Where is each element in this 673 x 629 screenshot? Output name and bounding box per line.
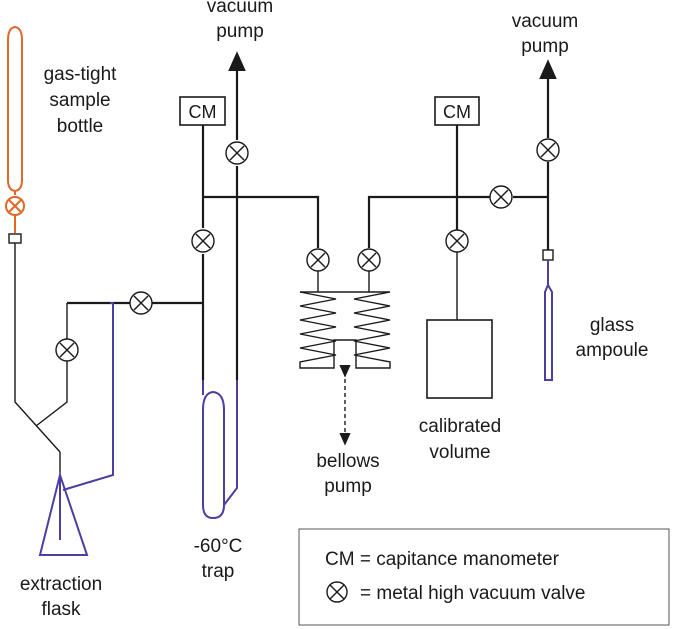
trap-line1: -60°C: [194, 536, 243, 557]
valve-vacuum-left-icon: [225, 141, 249, 165]
valve-manifold-right-icon: [489, 185, 513, 209]
bellows-pump: [299, 271, 391, 369]
legend-box: [298, 528, 670, 626]
cm-left-label: CM: [189, 102, 217, 122]
valve-bellows-right-icon: [357, 248, 381, 272]
vacuum-pump-left-line1: vacuum: [207, 0, 274, 17]
trap-line2: trap: [202, 561, 235, 582]
legend-cm-definition: CM = capitance manometer: [325, 549, 560, 570]
calibrated-volume-line1: calibrated: [419, 416, 501, 437]
glass-ampoule-line1: glass: [590, 315, 634, 336]
valve-vacuum-right-icon: [536, 138, 560, 162]
ampoule-connector: [542, 249, 554, 261]
extraction-line: [14, 243, 203, 475]
valve-trap-left-icon: [191, 229, 215, 253]
legend-valve-definition: = metal high vacuum valve: [360, 583, 585, 604]
extraction-flask-line1: extraction: [20, 574, 102, 595]
sample-bottle-line3: bottle: [57, 116, 103, 137]
glass-ampoule-line2: ampoule: [576, 340, 649, 361]
calibrated-volume-box: [426, 319, 493, 399]
valve-left-branch-icon: [55, 338, 79, 362]
valve-bellows-left-icon: [306, 248, 330, 272]
vacuum-pump-right-line1: vacuum: [512, 11, 579, 32]
manifold-left: [203, 195, 320, 248]
cold-trap: [202, 380, 238, 520]
sample-bottle-line2: sample: [49, 90, 110, 111]
calibrated-volume-line2: volume: [429, 442, 490, 463]
gas-tight-sample-bottle: [7, 25, 23, 195]
cm-left-box: [179, 96, 226, 126]
vacuum-pump-left-line2: pump: [216, 21, 264, 42]
manifold-right: [367, 195, 548, 248]
legend-valve-icon: [326, 581, 348, 603]
valve-calibrated-volume-icon: [445, 229, 469, 253]
bottle-connector: [8, 233, 22, 244]
vacuum-pump-right-line2: pump: [521, 36, 569, 57]
bellows-pump-line2: pump: [324, 476, 372, 497]
extraction-flask: [38, 302, 114, 556]
bellows-pump-line1: bellows: [316, 451, 379, 472]
cm-right-label: CM: [443, 102, 471, 122]
sample-bottle-line1: gas-tight: [44, 64, 118, 85]
glass-ampoule: [544, 260, 553, 381]
cm-right-box: [434, 96, 480, 126]
bottle-valve-icon: [5, 196, 25, 216]
valve-manifold-left-icon: [129, 291, 153, 315]
extraction-flask-line2: flask: [41, 599, 81, 620]
